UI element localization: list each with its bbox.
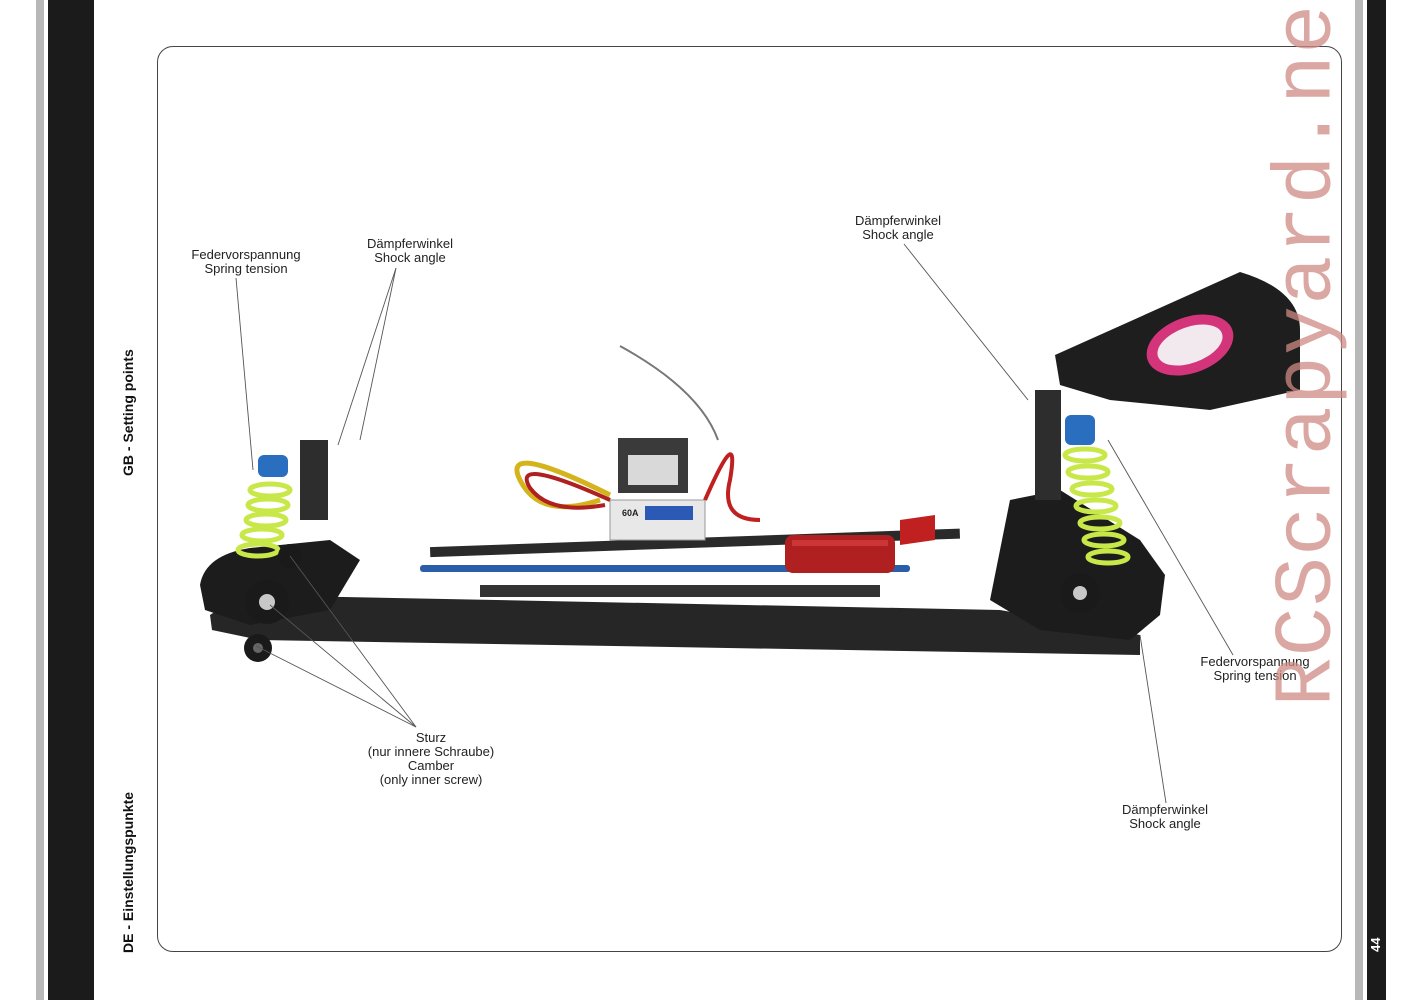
callout-spring-tension-front: Federvorspannung Spring tension [187, 248, 305, 276]
front-suspension-arm [200, 540, 360, 625]
callout-shock-angle-rear-top: Dämpferwinkel Shock angle [846, 214, 950, 242]
callout-text-de: Dämpferwinkel [1122, 802, 1208, 817]
callout-text-en: Camber [407, 758, 455, 773]
callout-note-de: (nur innere Schraube) [367, 744, 495, 759]
binding-stripe-left [36, 0, 44, 1000]
rear-shock-cap [1065, 415, 1095, 445]
callout-text-en: Shock angle [374, 250, 446, 265]
callout-text-de: Sturz [415, 730, 447, 745]
front-spring [235, 481, 293, 559]
watermark: RCScrapyard.net [1261, 0, 1355, 707]
callout-note-en: (only inner screw) [379, 772, 483, 787]
callout-shock-angle-rear-bottom: Dämpferwinkel Shock angle [1113, 803, 1217, 831]
binding-stripe-right [1355, 0, 1363, 1000]
chassis-plate [210, 595, 1140, 655]
callout-text-de: Dämpferwinkel [367, 236, 453, 251]
battery-strap [480, 585, 880, 597]
rear-suspension-arm [990, 490, 1165, 640]
callout-shock-angle-front: Dämpferwinkel Shock angle [358, 237, 462, 265]
callout-text-en: Spring tension [1213, 668, 1297, 683]
esc-label: 60A [622, 508, 639, 518]
callout-text-de: Federvorspannung [1200, 654, 1310, 669]
front-shock-cap [258, 455, 288, 477]
battery-plug [900, 515, 935, 545]
callout-text-en: Shock angle [1129, 816, 1201, 831]
rear-shock-body [1035, 390, 1061, 500]
callout-text-en: Shock angle [862, 227, 934, 242]
callout-text-en: Spring tension [204, 261, 288, 276]
callout-spring-tension-rear: Federvorspannung Spring tension [1196, 655, 1314, 683]
rear-spring [1062, 446, 1131, 566]
front-shock-body [300, 440, 328, 520]
antenna [619, 345, 719, 441]
leader-lines [235, 243, 1234, 804]
figure-frame [157, 46, 1342, 952]
binding-bar-left [48, 0, 94, 1000]
callout-text-de: Dämpferwinkel [855, 213, 941, 228]
binding-bar-right [1367, 0, 1386, 1000]
esc-wires [514, 460, 612, 510]
callout-text-de: Federvorspannung [191, 247, 301, 262]
callout-camber: Sturz (nur innere Schraube) Camber (only… [358, 731, 504, 787]
